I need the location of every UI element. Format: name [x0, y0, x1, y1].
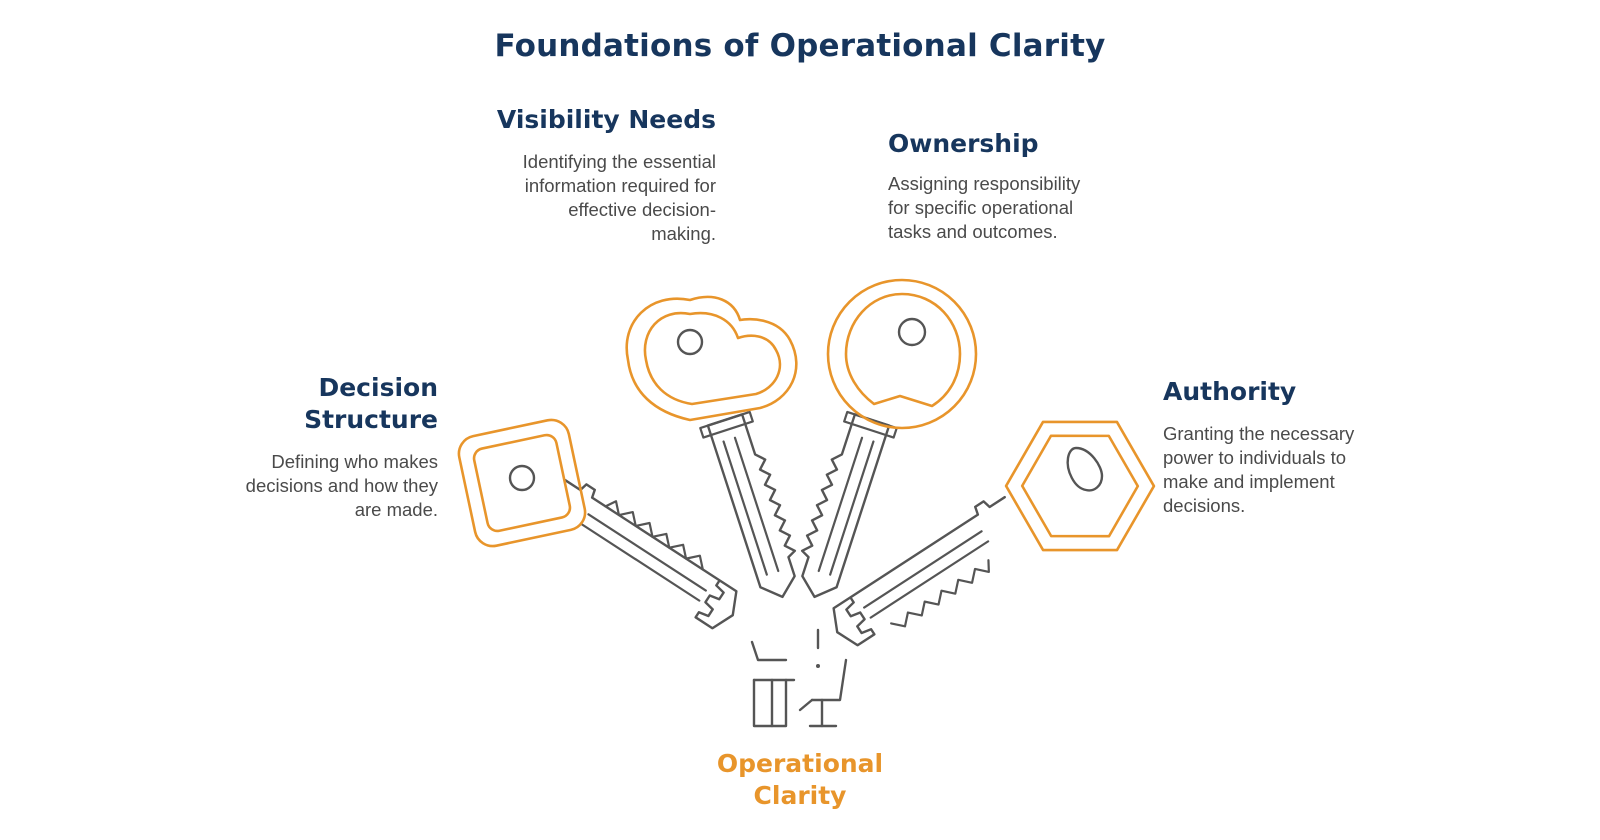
- description-line: Assigning responsibility: [888, 173, 1081, 194]
- visibility-needs-block: Visibility Needs Identifying the essenti…: [470, 104, 716, 246]
- ownership-block: Ownership Assigning responsibility for s…: [888, 128, 1148, 244]
- page-title: Foundations of Operational Clarity: [494, 28, 1106, 64]
- visibility-needs-description: Identifying the essential information re…: [470, 150, 716, 246]
- authority-heading: Authority: [1163, 377, 1297, 406]
- description-line: Identifying the essential: [522, 151, 716, 172]
- authority-block: Authority Granting the necessary power t…: [1163, 376, 1403, 518]
- decision-structure-heading-line-1: Decision: [318, 373, 438, 402]
- round-key-icon: [800, 278, 978, 599]
- desk-chair-icon: [750, 628, 848, 728]
- description-line: Defining who makes: [271, 451, 438, 472]
- ownership-heading: Ownership: [888, 129, 1039, 158]
- description-line: power to individuals to: [1163, 447, 1347, 468]
- description-line: are made.: [354, 499, 438, 520]
- operational-clarity-label: Operational Clarity: [650, 748, 950, 812]
- description-line: Granting the necessary: [1163, 423, 1355, 444]
- description-line: decisions.: [1163, 495, 1246, 516]
- authority-description: Granting the necessary power to individu…: [1163, 422, 1403, 518]
- hexagon-key-icon: [832, 420, 1156, 647]
- description-line: for specific operational: [888, 197, 1074, 218]
- description-line: make and implement: [1163, 471, 1335, 492]
- description-line: effective decision-: [568, 199, 716, 220]
- decision-structure-description: Defining who makes decisions and how the…: [200, 450, 438, 522]
- decision-structure-heading: Decision Structure: [200, 372, 438, 436]
- description-line: information required for: [524, 175, 716, 196]
- heart-key-icon: [625, 295, 798, 599]
- decision-structure-heading-line-2: Structure: [304, 405, 438, 434]
- visibility-needs-heading: Visibility Needs: [496, 105, 716, 134]
- center-label-line-1: Operational: [716, 749, 884, 778]
- description-line: tasks and outcomes.: [888, 221, 1058, 242]
- ownership-description: Assigning responsibility for specific op…: [888, 172, 1148, 244]
- center-label-line-2: Clarity: [753, 781, 847, 810]
- decision-structure-block: Decision Structure Defining who makes de…: [200, 372, 438, 522]
- description-line: making.: [651, 223, 716, 244]
- square-key-icon: [457, 418, 738, 630]
- description-line: decisions and how they: [245, 475, 438, 496]
